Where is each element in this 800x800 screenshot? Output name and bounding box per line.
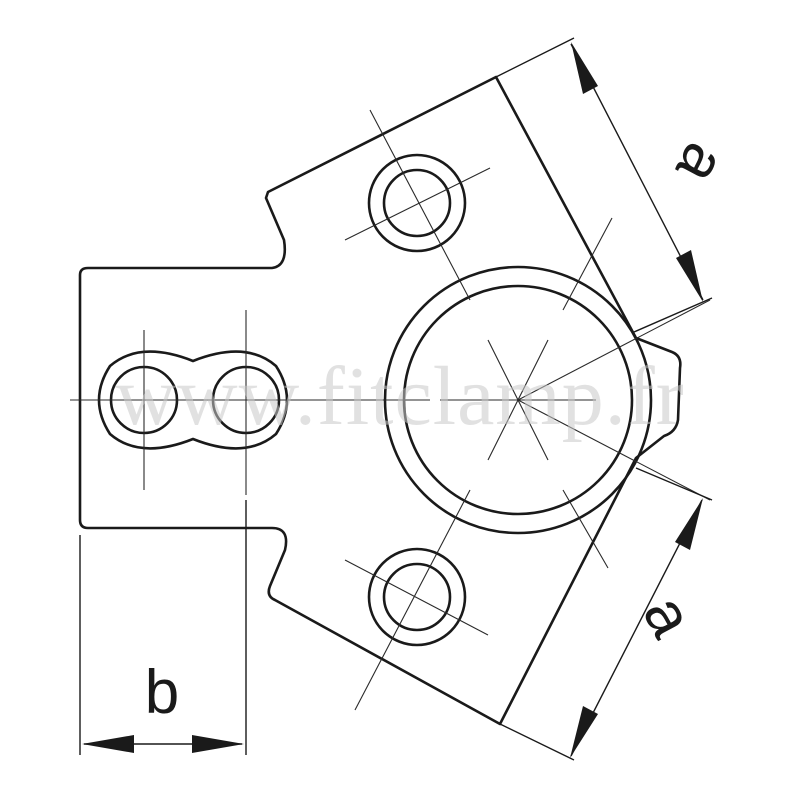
dimension-b bbox=[79, 500, 247, 755]
dimension-a-upper bbox=[495, 37, 713, 333]
center-lines bbox=[70, 109, 711, 711]
double-slot-outer bbox=[97, 350, 289, 450]
dimension-b-label: b bbox=[145, 658, 179, 727]
upper-bolt-hole-inner bbox=[382, 168, 452, 238]
upper-bolt-hole-outer bbox=[367, 153, 467, 253]
dimension-a-upper-label: a bbox=[662, 132, 739, 195]
lower-bolt-hole-outer bbox=[367, 547, 467, 647]
dimension-a-lower bbox=[499, 467, 713, 761]
watermark: www.fitclamp.fr bbox=[115, 350, 684, 443]
dimension-a-lower-label: a bbox=[630, 585, 707, 648]
lower-bolt-hole-inner bbox=[382, 562, 452, 632]
